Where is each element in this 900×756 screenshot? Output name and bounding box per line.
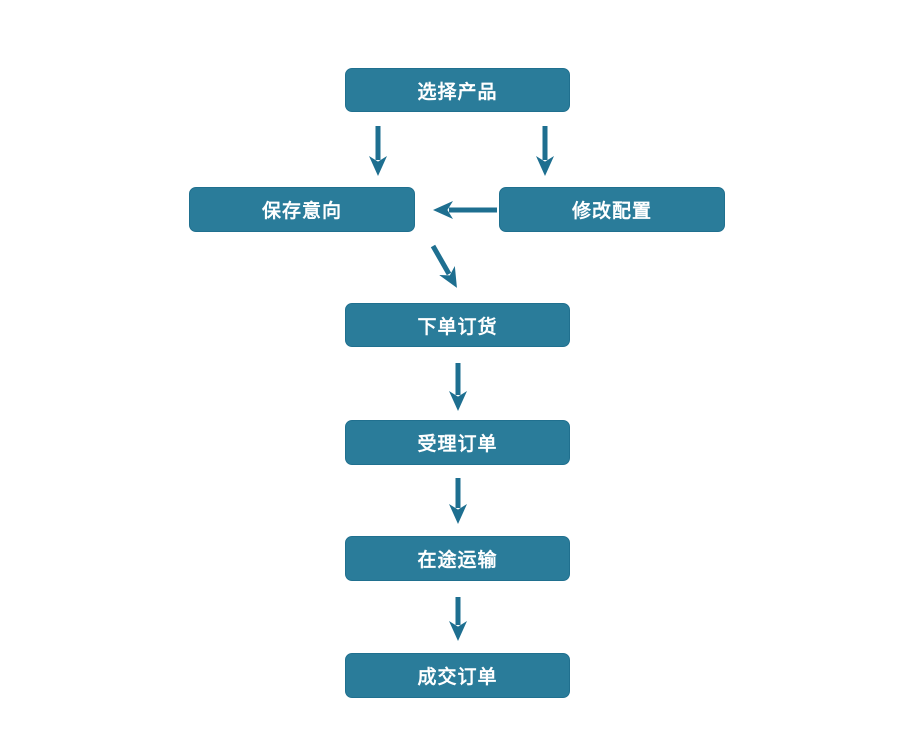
node-save-intent-label: 保存意向 <box>261 201 342 222</box>
node-in-transit: 在途运输 <box>345 536 570 581</box>
node-in-transit-label: 在途运输 <box>417 550 498 571</box>
node-select-product: 选择产品 <box>345 68 570 112</box>
edge-save-intent-to-place-order <box>430 244 457 288</box>
node-modify-config: 修改配置 <box>499 187 725 232</box>
node-place-order-label: 下单订货 <box>417 316 498 338</box>
node-save-intent: 保存意向 <box>189 187 415 232</box>
node-select-product-label: 选择产品 <box>417 81 498 103</box>
node-modify-config-label: 修改配置 <box>571 201 652 222</box>
node-accept-order-label: 受理订单 <box>417 434 498 455</box>
node-deal-order-label: 成交订单 <box>417 667 498 688</box>
node-accept-order: 受理订单 <box>345 420 570 465</box>
node-deal-order: 成交订单 <box>345 653 570 698</box>
node-place-order: 下单订货 <box>345 303 570 347</box>
